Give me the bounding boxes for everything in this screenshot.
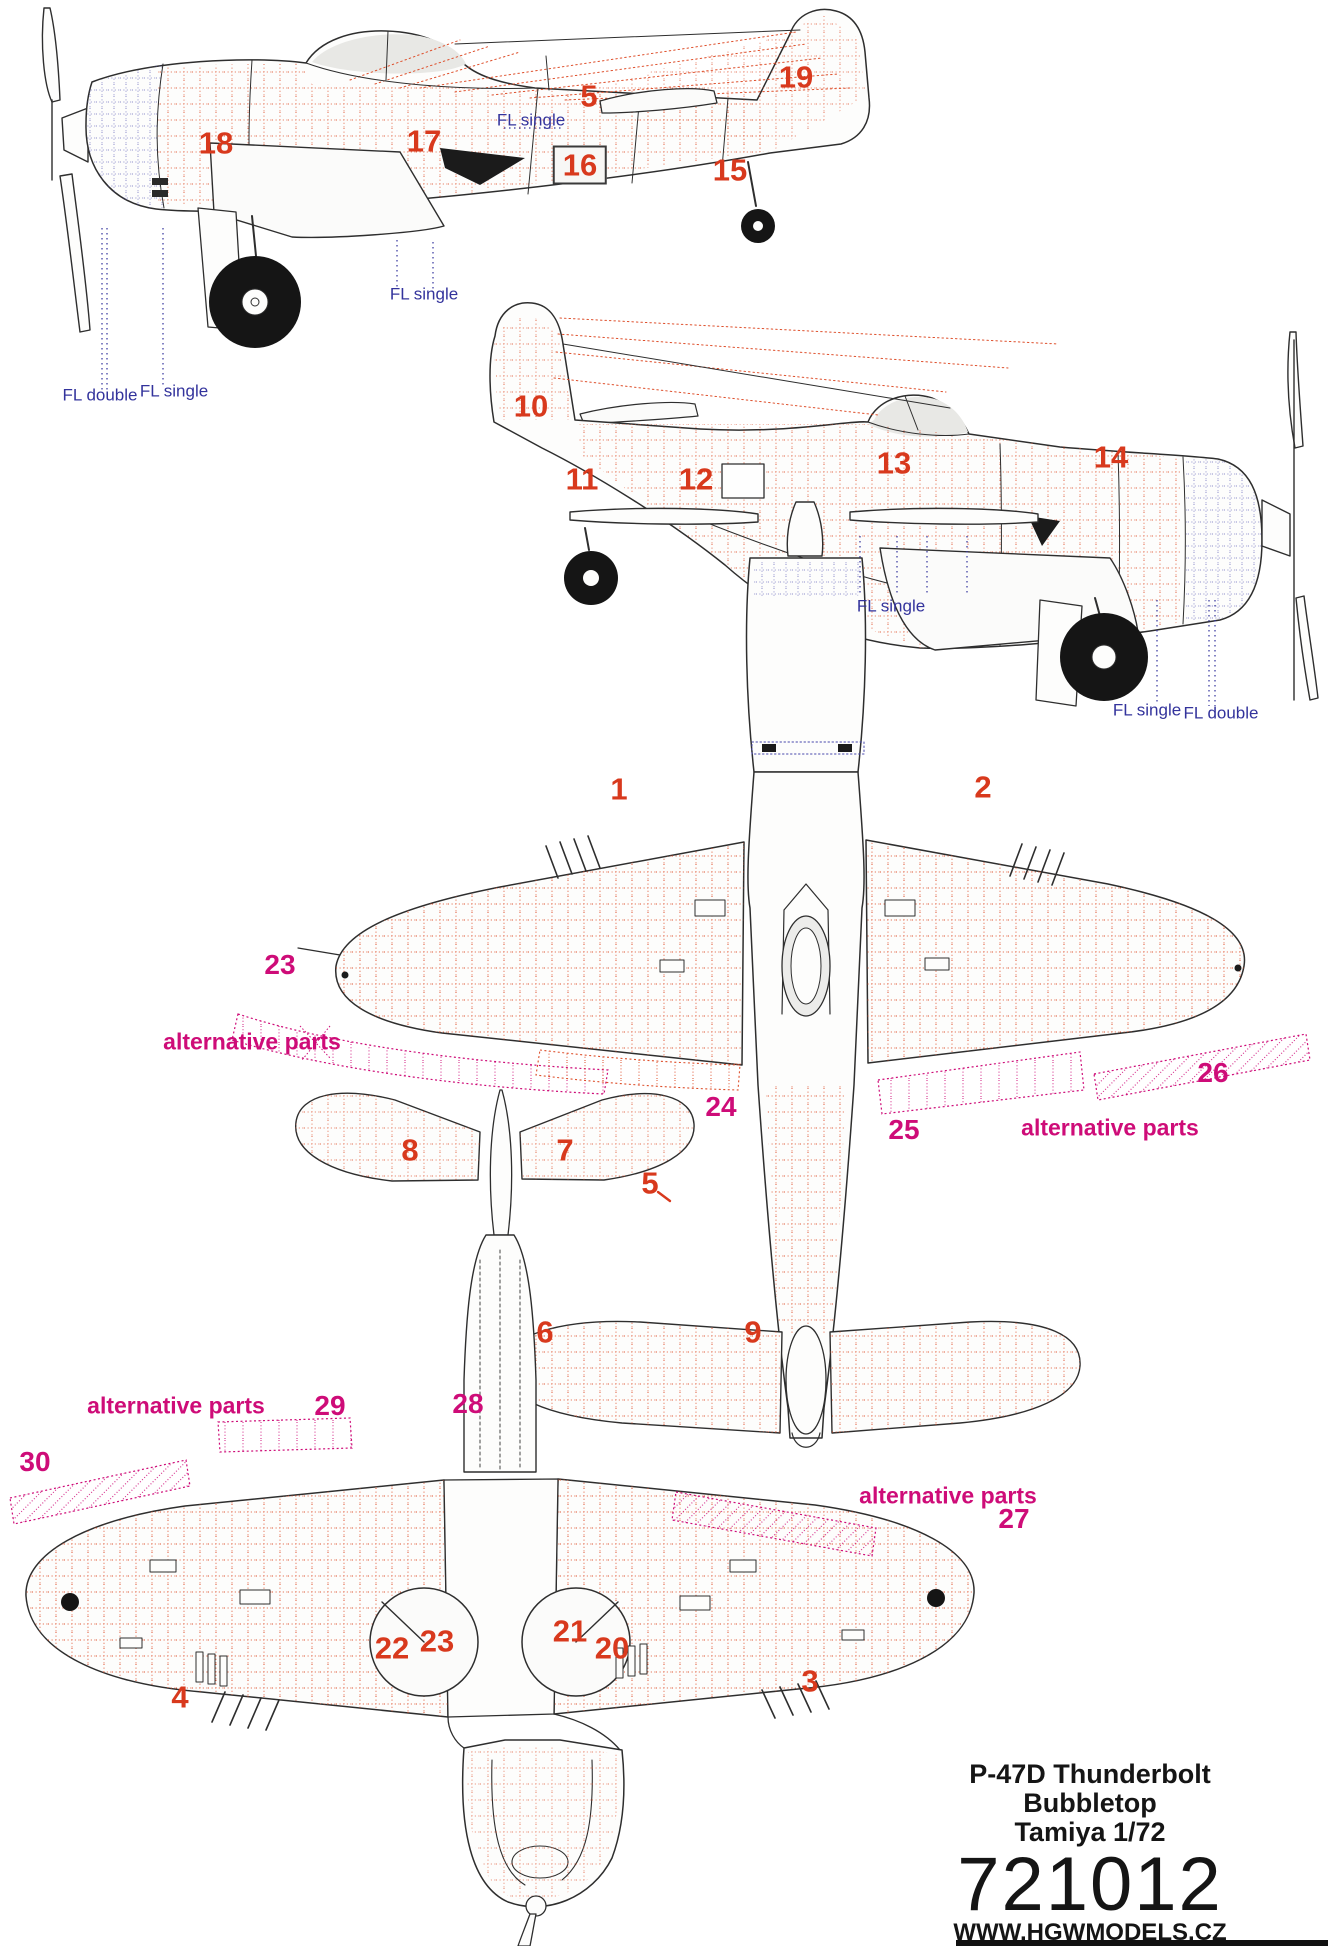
- part-number-label: 3: [801, 1663, 819, 1699]
- alternative-parts-strips: [9, 1013, 1311, 1557]
- main-landing-gear: [197, 207, 301, 348]
- canopy: [312, 34, 466, 74]
- alt-strip-23: [231, 1013, 609, 1095]
- propeller: [41, 7, 91, 333]
- part-number-label: 11: [565, 461, 599, 497]
- wing-side: [209, 142, 445, 239]
- part-number-label: 5: [641, 1165, 659, 1201]
- alternative-part-number-label: 24: [705, 1091, 737, 1122]
- product-code: 721012: [957, 1842, 1223, 1927]
- part-number-label: 22: [374, 1630, 410, 1666]
- alt-strip-29: [217, 1417, 353, 1453]
- wheel-wells: [369, 1587, 631, 1697]
- part-number-label: 21: [552, 1613, 588, 1649]
- kit-scale: Tamiya 1/72: [1014, 1817, 1166, 1847]
- kit-subtitle: Bubbletop: [1023, 1788, 1157, 1818]
- part-number-label: 14: [1093, 439, 1129, 475]
- tail-wheel: [564, 527, 618, 605]
- alternative-parts-label: alternative parts: [859, 1482, 1037, 1509]
- kit-title: P-47D Thunderbolt: [969, 1759, 1211, 1789]
- alternative-part-number-label: 28: [452, 1388, 484, 1419]
- part-number-label: 16: [552, 145, 608, 185]
- fastening-line-label: FL double: [1183, 703, 1259, 723]
- alternative-part-number-label: 23: [264, 949, 296, 980]
- main-landing-gear: [1035, 597, 1148, 707]
- part-number-label: 9: [744, 1314, 762, 1350]
- fastening-line-label: FL single: [1112, 700, 1182, 720]
- alternative-part-number-label: 25: [888, 1114, 920, 1145]
- part-number-label: 23: [419, 1623, 455, 1659]
- tailplane-side: [599, 88, 718, 114]
- part-number-label: 10: [513, 388, 549, 424]
- alternative-parts-label: alternative parts: [163, 1028, 341, 1055]
- part-number-label: 2: [974, 769, 992, 805]
- canopy: [781, 883, 831, 1017]
- alt-strip-30: [9, 1459, 191, 1525]
- part-number-label: 1: [610, 771, 628, 807]
- part-number-label: 20: [594, 1630, 630, 1666]
- part-number-label: 18: [198, 125, 234, 161]
- spinner: [786, 501, 824, 557]
- fastening-line-label: FL double: [62, 385, 138, 405]
- part-number-label: 8: [401, 1132, 419, 1168]
- profile-left-view: [489, 302, 1319, 707]
- propeller: [569, 501, 1039, 557]
- alt-strip-26: [1093, 1033, 1311, 1101]
- part-number-label: 19: [778, 59, 814, 95]
- bottom-rule: [956, 1940, 1328, 1946]
- alternative-parts-label: alternative parts: [1021, 1114, 1199, 1141]
- part-number-label: 17: [406, 123, 442, 159]
- part-number-label: 5: [580, 78, 598, 114]
- alternative-part-number-label: 30: [19, 1446, 51, 1477]
- tail-wheel: [741, 161, 775, 243]
- alternative-parts-label: alternative parts: [87, 1392, 265, 1419]
- fastening-line-label: FL single: [856, 596, 926, 616]
- spinner: [1261, 499, 1291, 557]
- flap-band-24: [535, 1049, 741, 1091]
- top-plan-view: [297, 501, 1246, 1448]
- fastening-line-markers: [101, 127, 1216, 706]
- propeller-blade: [517, 1913, 537, 1946]
- alternative-part-number-label: 29: [314, 1390, 346, 1421]
- fastening-line-label: FL single: [496, 110, 566, 130]
- alternative-part-number-label: 26: [1197, 1057, 1229, 1088]
- propeller: [1261, 331, 1319, 701]
- part-number-label: 7: [556, 1132, 574, 1168]
- part-number-label: 12: [678, 461, 714, 497]
- alternative-part-number-label: 27: [998, 1503, 1030, 1534]
- part-number-label: 4: [171, 1679, 189, 1715]
- profile-right-view: [41, 7, 871, 348]
- part-number-label: 13: [876, 445, 912, 481]
- alt-strip-27: [671, 1491, 877, 1557]
- part-number-label: 15: [712, 152, 748, 188]
- fastening-line-label: FL single: [139, 381, 209, 401]
- spinner: [61, 107, 89, 163]
- fastening-line-label: FL single: [389, 284, 459, 304]
- part-number-label: 6: [536, 1314, 554, 1350]
- cowling-underside: [447, 1713, 625, 1946]
- alt-strip-25: [877, 1051, 1085, 1115]
- title-block: P-47D Thunderbolt Bubbletop Tamiya 1/72 …: [858, 1760, 1322, 1945]
